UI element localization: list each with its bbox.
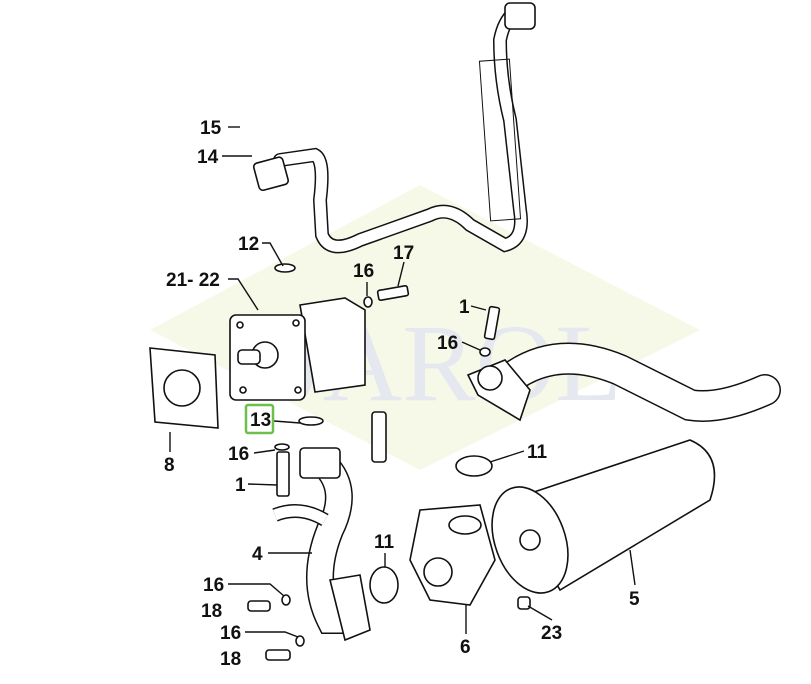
suction-pipe xyxy=(466,342,781,422)
callout-4[interactable]: 4 xyxy=(252,544,263,565)
callout-16[interactable]: 16 xyxy=(203,575,224,596)
callout-18[interactable]: 18 xyxy=(220,649,241,670)
small-parts xyxy=(247,263,531,661)
callout-5[interactable]: 5 xyxy=(629,589,640,610)
callout-16[interactable]: 16 xyxy=(437,333,458,354)
callout-16[interactable]: 16 xyxy=(220,623,241,644)
filter-head xyxy=(409,504,496,606)
callout-11[interactable]: 11 xyxy=(374,532,395,553)
callout-8[interactable]: 8 xyxy=(164,455,175,476)
oil-filter xyxy=(491,439,716,594)
callouts: 15 14 12 21- 22 16 17 1 16 13 8 16 1 11 … xyxy=(164,118,640,670)
callout-12[interactable]: 12 xyxy=(238,234,259,255)
upper-hose xyxy=(252,2,536,254)
callout-13[interactable]: 13 xyxy=(250,410,271,431)
leader-lines xyxy=(169,126,636,638)
callout-15[interactable]: 15 xyxy=(200,118,222,139)
callout-18[interactable]: 18 xyxy=(201,601,222,622)
callout-23[interactable]: 23 xyxy=(541,623,562,644)
gasket xyxy=(149,347,219,429)
callout-11[interactable]: 11 xyxy=(527,442,548,463)
callout-17[interactable]: 17 xyxy=(393,243,414,264)
hydraulic-pump xyxy=(229,297,366,401)
callout-1[interactable]: 1 xyxy=(459,297,470,318)
callout-6[interactable]: 6 xyxy=(460,637,471,658)
callout-16[interactable]: 16 xyxy=(353,261,374,282)
selected-callout-highlight xyxy=(244,403,275,435)
callout-16[interactable]: 16 xyxy=(228,444,249,465)
callout-14[interactable]: 14 xyxy=(197,147,219,168)
callout-21-22[interactable]: 21- 22 xyxy=(166,270,220,291)
pressure-pipe xyxy=(272,447,371,642)
callout-1[interactable]: 1 xyxy=(235,475,246,496)
